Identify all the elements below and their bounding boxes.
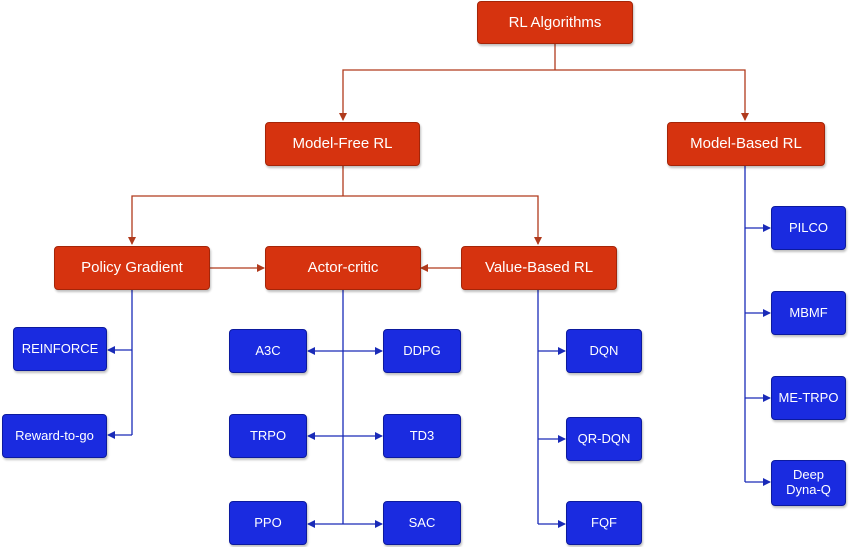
node-trpo: TRPO [229, 414, 307, 458]
node-sac: SAC [383, 501, 461, 545]
node-td3: TD3 [383, 414, 461, 458]
node-model-free-rl: Model-Free RL [265, 122, 420, 166]
node-mbmf: MBMF [771, 291, 846, 335]
node-ddpg: DDPG [383, 329, 461, 373]
node-value-based-rl: Value-Based RL [461, 246, 617, 290]
node-qr-dqn: QR-DQN [566, 417, 642, 461]
node-reinforce: REINFORCE [13, 327, 107, 371]
node-policy-gradient: Policy Gradient [54, 246, 210, 290]
node-fqf: FQF [566, 501, 642, 545]
node-me-trpo: ME-TRPO [771, 376, 846, 420]
node-pilco: PILCO [771, 206, 846, 250]
edge-model-free-to-policy-gradient [128, 195, 343, 245]
edge-model-free-to-value-based [343, 195, 542, 245]
node-deep-dyna-q: Deep Dyna-Q [771, 460, 846, 506]
node-dqn: DQN [566, 329, 642, 373]
node-ppo: PPO [229, 501, 307, 545]
node-a3c: A3C [229, 329, 307, 373]
node-reward-to-go: Reward-to-go [2, 414, 107, 458]
edge-root-to-model-based [555, 69, 749, 121]
node-model-based-rl: Model-Based RL [667, 122, 825, 166]
edge-root-to-model-free [339, 69, 555, 121]
node-actor-critic: Actor-critic [265, 246, 421, 290]
node-rl-algorithms: RL Algorithms [477, 1, 633, 44]
